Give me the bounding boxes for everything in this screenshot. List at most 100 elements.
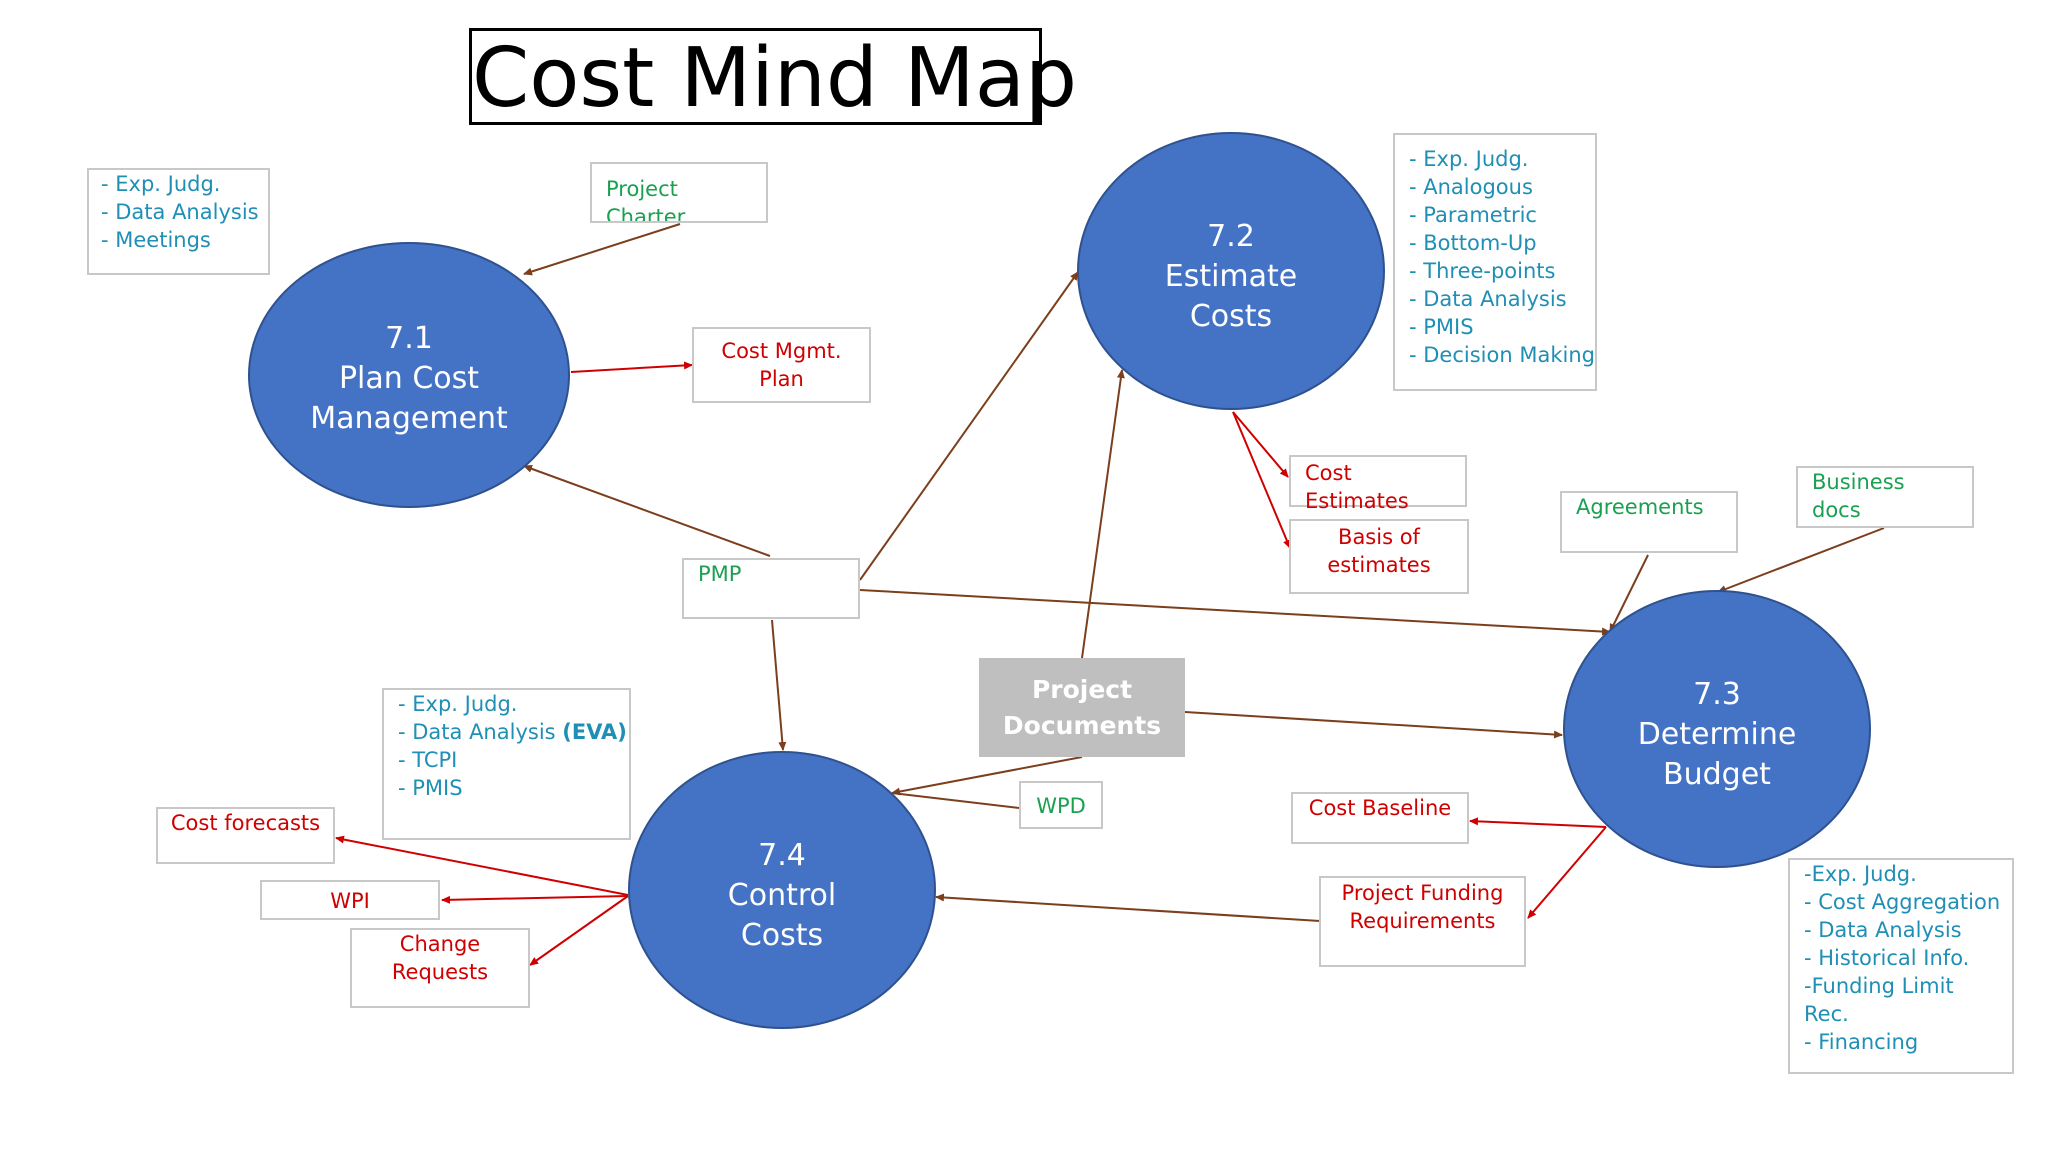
input-project-charter: Project Charter	[590, 162, 768, 223]
tools-7-4-item: - Exp. Judg.	[398, 692, 518, 716]
arrow-docs-to-72	[1081, 369, 1125, 659]
tools-7-2-item: - PMIS	[1409, 315, 1474, 339]
tools-7-2-item: - Bottom-Up	[1409, 231, 1537, 255]
output-basis-line2: estimates	[1327, 553, 1431, 577]
tools-7-2-item: - Parametric	[1409, 203, 1537, 227]
arrow-71-to-mgmt-plan	[570, 361, 693, 373]
process-7-4-number: 7.4	[758, 838, 806, 873]
process-7-3-number: 7.3	[1693, 677, 1741, 712]
arrow-docs-to-73	[1184, 711, 1563, 739]
tools-7-4-item: - TCPI	[398, 748, 458, 772]
arrow-74-to-change	[529, 895, 629, 966]
process-7-1-node: 7.1 Plan Cost Management	[248, 242, 570, 508]
output-project-funding-line2: Requirements	[1349, 909, 1496, 933]
process-7-4-node: 7.4 Control Costs	[628, 751, 936, 1029]
tools-7-2-item: - Data Analysis	[1409, 287, 1567, 311]
tools-7-4-item-bold: (EVA)	[562, 720, 627, 744]
tools-7-3-item: - Financing	[1804, 1030, 1919, 1054]
arrow-72-to-basis	[1232, 411, 1291, 549]
input-project-documents: Project Documents	[979, 658, 1185, 757]
arrow-pmp-to-73	[859, 589, 1611, 636]
input-project-charter-line1: Project	[606, 177, 678, 201]
tools-7-1-item: - Data Analysis	[101, 200, 259, 224]
process-7-4-label-line2: Costs	[740, 918, 824, 953]
tools-7-3-item: Rec.	[1804, 1002, 1849, 1026]
arrow-74-to-wpi	[441, 895, 629, 904]
output-project-funding-line1: Project Funding	[1341, 881, 1504, 905]
arrow-72-to-estimates	[1232, 411, 1289, 478]
process-7-3-node: 7.3 Determine Budget	[1563, 590, 1871, 868]
arrow-business-to-73	[1717, 527, 1885, 593]
output-change-requests-line2: Requests	[391, 960, 489, 984]
tools-7-4-item: - PMIS	[398, 776, 463, 800]
arrow-pmp-to-72	[859, 271, 1079, 581]
tools-7-3-item: -Funding Limit	[1804, 974, 1954, 998]
process-7-1-number: 7.1	[385, 321, 433, 356]
output-wpi-label: WPI	[330, 889, 370, 913]
arrow-docs-to-74	[891, 756, 1083, 796]
input-project-charter-line2: Charter	[606, 205, 686, 223]
tools-7-2-item: - Analogous	[1409, 175, 1533, 199]
arrow-pmp-to-74	[771, 619, 787, 751]
output-basis-of-estimates: Basis of estimates	[1289, 519, 1469, 594]
process-7-1-label-line1: Plan Cost	[338, 361, 480, 396]
tools-7-3-item: - Data Analysis	[1804, 918, 1962, 942]
input-project-documents-line2: Documents	[1002, 710, 1162, 740]
tools-7-4-item-text: - Data Analysis	[398, 720, 563, 744]
tools-7-1-box: - Exp. Judg. - Data Analysis - Meetings	[87, 168, 270, 275]
output-cost-mgmt-plan-line1: Cost Mgmt.	[721, 339, 842, 363]
output-cost-mgmt-plan: Cost Mgmt. Plan	[692, 327, 871, 403]
arrow-funding-to-74	[935, 893, 1321, 922]
tools-7-2-box: - Exp. Judg. - Analogous - Parametric - …	[1393, 133, 1597, 391]
input-wpd-label: WPD	[1036, 794, 1086, 818]
arrow-charter-to-71	[523, 223, 681, 276]
arrow-73-to-funding	[1527, 826, 1607, 919]
input-wpd: WPD	[1019, 781, 1103, 829]
tools-7-4-box: - Exp. Judg. - Data Analysis (EVA) - TCP…	[382, 688, 631, 840]
output-cost-forecasts-label: Cost forecasts	[170, 811, 321, 835]
output-wpi: WPI	[260, 880, 440, 920]
output-cost-estimates-label: Cost Estimates	[1305, 461, 1409, 513]
input-pmp: PMP	[682, 558, 860, 619]
diagram-title: Cost Mind Map	[469, 28, 1077, 126]
process-7-4-label-line1: Control	[727, 878, 837, 913]
tools-7-2-item: - Three-points	[1409, 259, 1556, 283]
arrow-74-to-forecasts	[335, 835, 629, 896]
output-project-funding-requirements: Project Funding Requirements	[1319, 876, 1526, 967]
output-cost-baseline-label: Cost Baseline	[1308, 796, 1452, 820]
output-cost-mgmt-plan-line2: Plan	[759, 367, 804, 391]
tools-7-3-item: - Historical Info.	[1804, 946, 1970, 970]
process-7-2-node: 7.2 Estimate Costs	[1077, 132, 1385, 410]
tools-7-3-item: -Exp. Judg.	[1804, 862, 1917, 886]
process-7-3-label-line1: Determine	[1637, 717, 1797, 752]
input-project-documents-line1: Project	[1031, 674, 1133, 704]
output-cost-forecasts: Cost forecasts	[156, 807, 335, 864]
tools-7-2-item: - Exp. Judg.	[1409, 147, 1529, 171]
input-business-docs: Business docs	[1796, 466, 1974, 528]
output-change-requests: Change Requests	[350, 928, 530, 1008]
output-cost-baseline: Cost Baseline	[1291, 792, 1469, 844]
output-basis-line1: Basis of	[1338, 525, 1420, 549]
process-7-1-label-line2: Management	[310, 401, 508, 436]
output-cost-estimates: Cost Estimates	[1289, 455, 1467, 513]
tools-7-2-item: - Decision Making	[1409, 343, 1595, 367]
arrow-73-to-baseline	[1469, 817, 1607, 828]
input-agreements-label: Agreements	[1576, 495, 1704, 519]
tools-7-4-item: - Data Analysis (EVA)	[398, 718, 627, 746]
arrow-pmp-to-71	[523, 464, 771, 557]
process-7-2-number: 7.2	[1207, 219, 1255, 254]
tools-7-3-box: -Exp. Judg. - Cost Aggregation - Data An…	[1788, 858, 2014, 1074]
input-agreements: Agreements	[1560, 491, 1738, 553]
arrow-agreements-to-73	[1609, 554, 1649, 633]
tools-7-1-item: - Exp. Judg.	[101, 172, 221, 196]
process-7-2-label-line1: Estimate	[1164, 259, 1298, 294]
output-change-requests-line1: Change	[399, 932, 481, 956]
process-7-3-label-line2: Budget	[1663, 757, 1771, 792]
input-business-docs-label: Business docs	[1812, 470, 1905, 522]
tools-7-1-item: - Meetings	[101, 228, 211, 252]
process-7-2-label-line2: Costs	[1189, 299, 1273, 334]
tools-7-3-item: - Cost Aggregation	[1804, 890, 2001, 914]
input-pmp-label: PMP	[698, 562, 742, 586]
